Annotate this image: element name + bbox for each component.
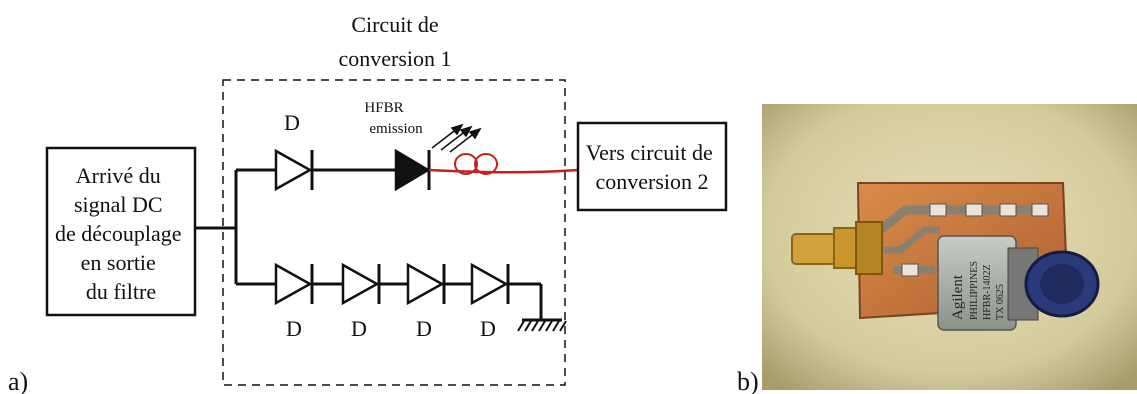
- output-box: [576, 121, 728, 212]
- ground-icon: [517, 318, 567, 332]
- optical-fiber: [428, 153, 579, 175]
- circuit-title-line1: Circuit de: [351, 12, 438, 37]
- diode-bottom-2-label: D: [351, 316, 367, 341]
- input-signal-box: [45, 146, 197, 317]
- diode-bottom-1: [274, 262, 314, 306]
- circuit-diagram: Circuit de conversion 1 Arrivé du signal…: [8, 12, 728, 394]
- photo-code-text: TX 0625: [995, 284, 1006, 320]
- panel-a-label: a): [8, 367, 28, 394]
- output-box-text: Vers circuit de conversion 2: [586, 140, 719, 194]
- diode-bottom-1-label: D: [286, 316, 302, 341]
- input-box-text: Arrivé du signal DC de découplage en sor…: [55, 163, 187, 304]
- diode-bottom-4-label: D: [480, 316, 496, 341]
- diode-bottom-4: [470, 262, 510, 306]
- photo-brand-text: Agilent: [950, 274, 966, 320]
- photo-origin-text: PHILIPPINES: [969, 261, 980, 320]
- hfbr-label-line2: emission: [369, 121, 423, 137]
- diode-bottom-2: [341, 262, 381, 306]
- diode-bottom-3-label: D: [416, 316, 432, 341]
- photo-part-text: HFBR-1402Z: [982, 264, 993, 320]
- hfbr-label-line1: HFBR: [364, 100, 403, 116]
- pcb-photo: Agilent PHILIPPINES HFBR-1402Z TX 0625: [762, 104, 1137, 390]
- conversion-circuit-boundary: [222, 79, 566, 386]
- panel-b-label: b): [737, 367, 759, 394]
- hfbr-led: [394, 148, 431, 192]
- circuit-title-line2: conversion 1: [338, 46, 451, 71]
- hfbr-marking: Agilent PHILIPPINES HFBR-1402Z TX 0625: [950, 261, 1006, 320]
- diode-top: [274, 148, 314, 192]
- diode-top-label: D: [284, 110, 300, 135]
- emission-arrows-icon: [431, 123, 482, 153]
- diode-bottom-3: [406, 262, 446, 306]
